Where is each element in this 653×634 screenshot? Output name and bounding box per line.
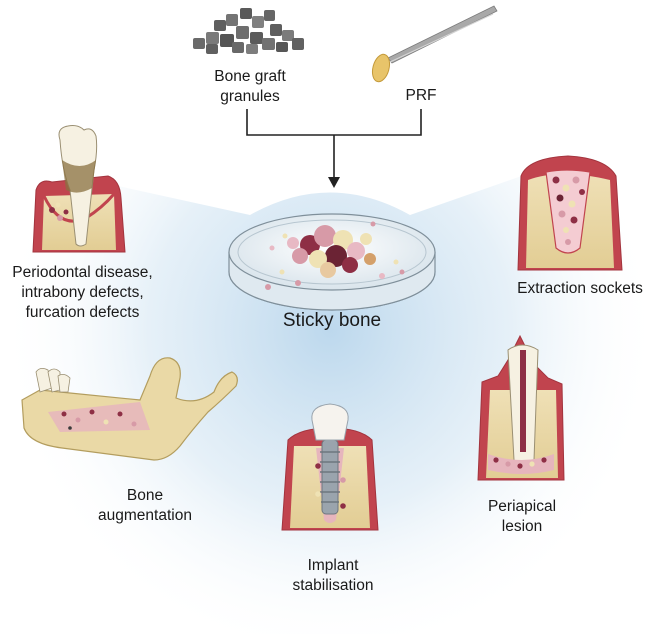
- bone-graft-granules-icon: [193, 8, 304, 54]
- bone-graft-label: Bone graft granules: [195, 67, 305, 107]
- periodontal-label: Periodontal disease, intrabony defects, …: [0, 263, 165, 323]
- bone-graft-label-line1: Bone graft: [214, 68, 286, 85]
- petri-dish-icon: [228, 213, 436, 311]
- prf-forceps-icon: [371, 5, 498, 83]
- periodontal-label-line3: furcation defects: [25, 304, 140, 321]
- extraction-socket-icon: [517, 155, 623, 271]
- implant-icon: [281, 403, 379, 531]
- augmentation-label-line2: augmentation: [98, 507, 192, 524]
- periapical-label-line1: Periapical: [487, 498, 557, 515]
- periapical-label-line2: lesion: [501, 518, 543, 535]
- mandible-icon: [21, 357, 238, 461]
- implant-label-line2: stabilisation: [292, 577, 374, 594]
- bone-graft-label-line2: granules: [220, 88, 280, 105]
- periodontal-tooth-icon: [32, 125, 126, 253]
- periapical-label: Periapical lesion: [472, 497, 572, 537]
- periodontal-label-line2: intrabony defects,: [21, 284, 144, 301]
- implant-label: Implant stabilisation: [278, 556, 388, 596]
- sticky-bone-label: Sticky bone: [282, 310, 382, 331]
- prf-label: PRF: [405, 87, 437, 104]
- merge-arrow: [246, 109, 422, 188]
- periodontal-label-line1: Periodontal disease,: [12, 264, 153, 281]
- implant-label-line1: Implant: [307, 557, 359, 574]
- periapical-tooth-icon: [477, 334, 565, 481]
- background-glow: [0, 130, 653, 634]
- augmentation-label: Bone augmentation: [90, 486, 200, 526]
- extraction-label: Extraction sockets: [517, 280, 643, 297]
- augmentation-label-line1: Bone: [126, 487, 164, 504]
